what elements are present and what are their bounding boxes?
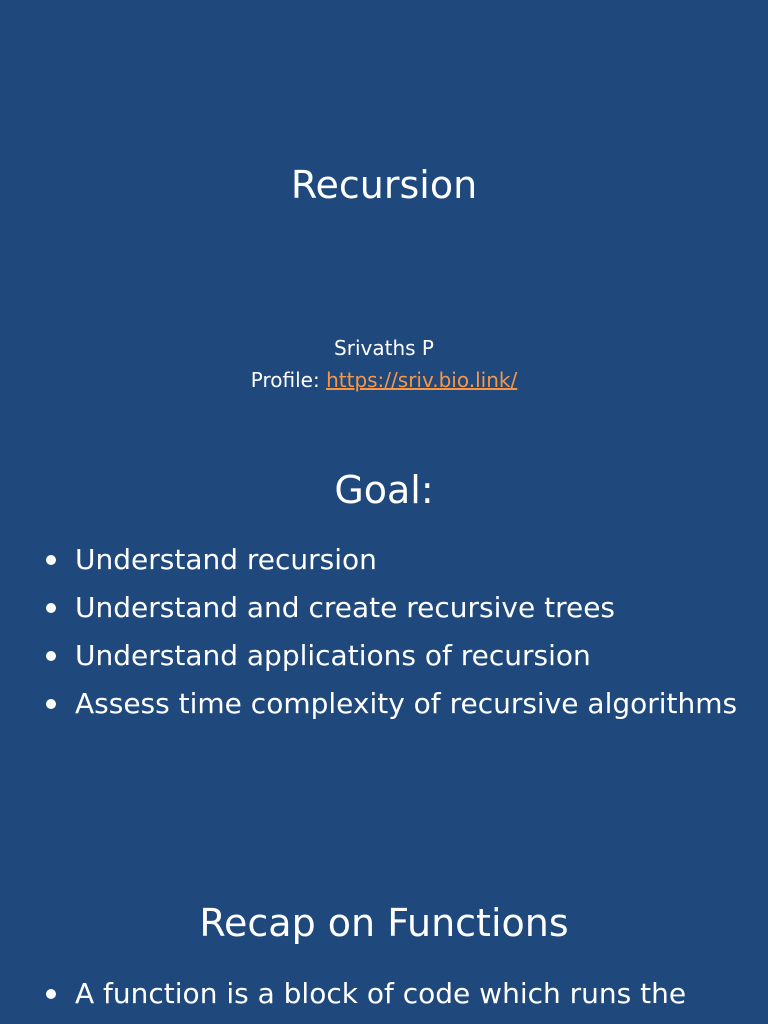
list-item: Assess time complexity of recursive algo…: [0, 680, 768, 728]
author-info: Srivaths P Profile: https://sriv.bio.lin…: [0, 332, 768, 396]
author-name: Srivaths P: [334, 336, 434, 360]
profile-link[interactable]: https://sriv.bio.link/: [326, 368, 518, 392]
goal-bullet-list: Understand recursion Understand and crea…: [0, 536, 768, 728]
slide-title-goal: Goal:: [334, 468, 434, 512]
list-item: A function is a block of code which runs…: [0, 970, 768, 1018]
recap-bullet-list: A function is a block of code which runs…: [0, 970, 768, 1018]
slide-title-recap-functions: Recap on Functions: [199, 901, 569, 945]
profile-line: Profile: https://sriv.bio.link/: [0, 364, 768, 396]
slide-title-recursion: Recursion: [290, 163, 478, 207]
bullet-icon: [46, 989, 56, 999]
profile-label: Profile:: [250, 368, 327, 392]
list-item: Understand and create recursive trees: [0, 584, 768, 632]
bullet-icon: [46, 699, 56, 709]
bullet-icon: [46, 555, 56, 565]
bullet-icon: [46, 603, 56, 613]
list-item: Understand applications of recursion: [0, 632, 768, 680]
bullet-icon: [46, 651, 56, 661]
list-item: Understand recursion: [0, 536, 768, 584]
